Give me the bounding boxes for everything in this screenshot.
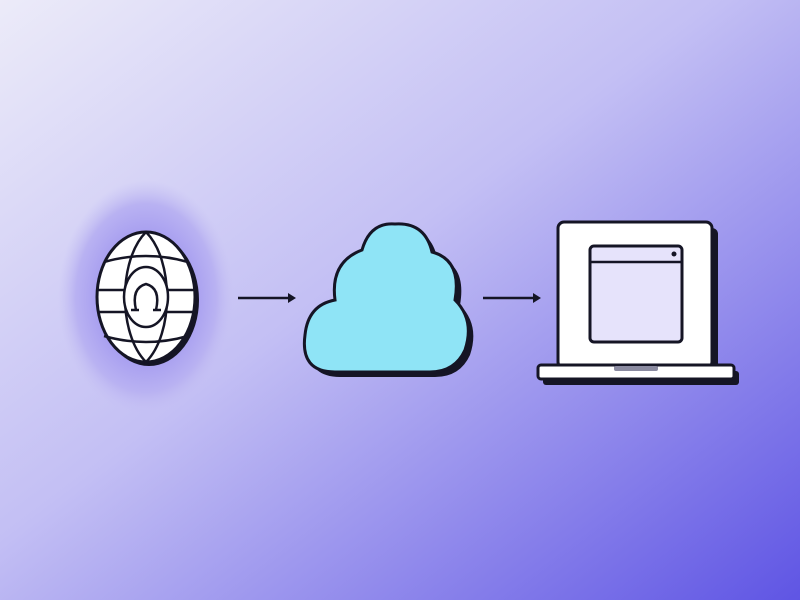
browser-window (588, 244, 684, 344)
laptop-browser-icon (536, 220, 739, 385)
arrow-right-icon (483, 293, 541, 303)
cloud-icon (302, 222, 474, 377)
arrow-right-icon (238, 293, 296, 303)
globe-user-icon (58, 180, 234, 416)
